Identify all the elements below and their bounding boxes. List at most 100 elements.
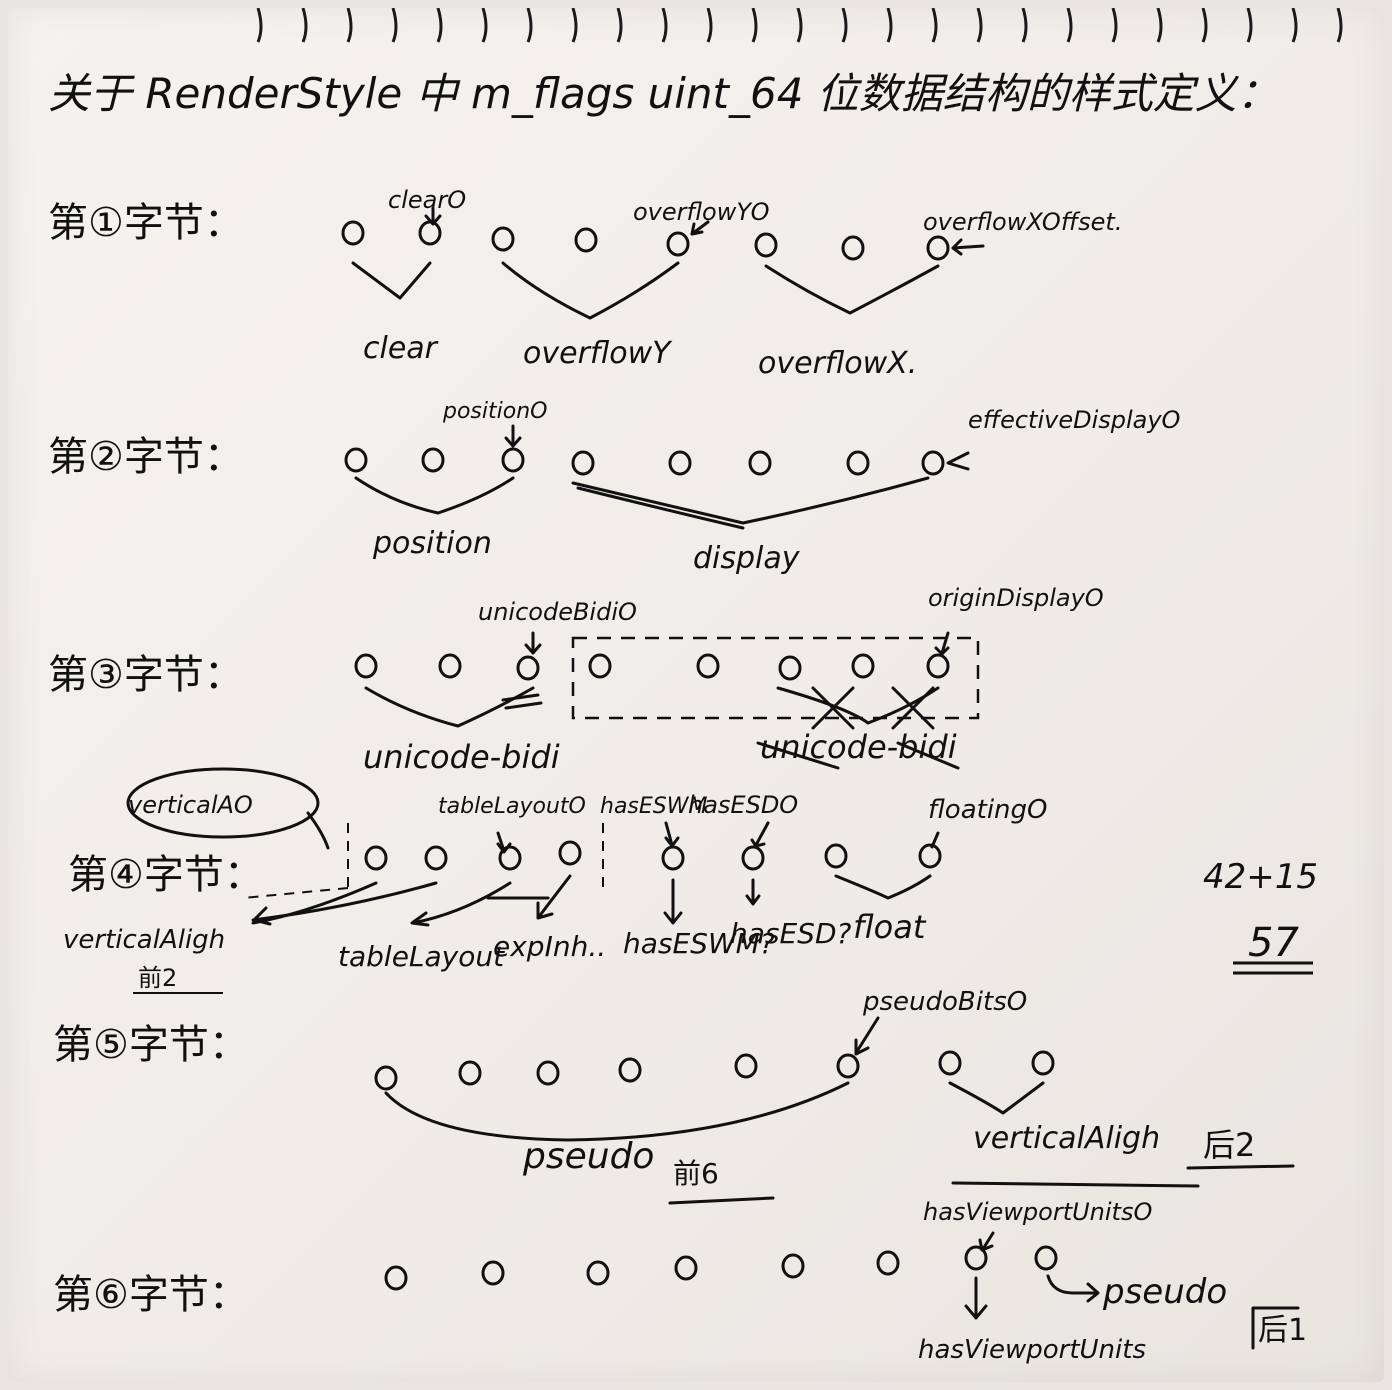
annotation-clear0: clearO xyxy=(388,186,466,214)
bit-circle xyxy=(586,1260,610,1286)
group-label-verticalaligh-2: verticalAligh xyxy=(973,1121,1160,1156)
byte-label-5: 第⑤字节： xyxy=(53,1022,249,1068)
bit-circle xyxy=(748,450,772,476)
bit-circle xyxy=(481,1260,505,1286)
byte-label-3: 第③字节： xyxy=(48,652,244,698)
bit-circle xyxy=(926,653,950,679)
connectors-row-6 xyxy=(964,1231,1300,1350)
bit-circle xyxy=(841,235,865,261)
byte-row-3: 第③字节： unicodeBidiO originDisplayO unicod… xyxy=(48,584,1104,776)
group-label-position: position xyxy=(372,526,492,561)
bit-circle xyxy=(668,450,692,476)
bit-circle xyxy=(574,227,598,253)
group-label-front6: 前6 xyxy=(673,1157,719,1190)
bit-circles-row-6 xyxy=(384,1245,1058,1291)
strike-marks xyxy=(756,741,960,770)
bit-circle xyxy=(364,845,388,871)
byte-row-6: 第⑥字节： hasViewportUnitsO hasViewportUnits… xyxy=(53,1198,1307,1365)
group-label-back2: 后2 xyxy=(1203,1126,1255,1164)
byte-label-1: 第①字节： xyxy=(48,200,244,246)
bit-circle xyxy=(661,845,685,871)
bit-circle xyxy=(374,1065,398,1091)
bit-circle xyxy=(926,235,950,261)
bit-circle xyxy=(836,1053,860,1079)
group-label-back1: 后1 xyxy=(1258,1313,1307,1348)
group-label-unicode-bidi-struck: unicode-bidi xyxy=(760,728,957,766)
bit-circles-row-3 xyxy=(354,653,950,681)
byte-row-5: 第⑤字节： pseudoBitsO pseudo 前6 verticalAlig… xyxy=(53,987,1295,1205)
byte-label-4: 第④字节： xyxy=(68,852,264,898)
bit-circle xyxy=(674,1255,698,1281)
bit-circle xyxy=(734,1053,758,1079)
bit-circle xyxy=(536,1060,560,1086)
byte-row-1: 第①字节： clearO overflowYO overflowXOffset.… xyxy=(48,186,1122,381)
bit-circle xyxy=(846,450,870,476)
bit-circle xyxy=(418,220,442,246)
connectors-row-3 xyxy=(364,631,950,730)
page-title: 关于 RenderStyle 中 m_flags uint_64 位数据结构的样… xyxy=(48,69,1279,118)
connectors-row-2 xyxy=(354,424,970,530)
bit-circle xyxy=(571,450,595,476)
bit-circle xyxy=(421,447,445,473)
bit-circle xyxy=(588,653,612,679)
bit-circle xyxy=(1034,1245,1058,1271)
bit-circle xyxy=(341,220,365,246)
bit-circle xyxy=(491,226,515,252)
group-label-overflowy: overflowY xyxy=(523,336,673,371)
annotation-hasesw: hasESWM xyxy=(600,794,708,819)
bit-circle xyxy=(344,447,368,473)
group-label-float: float xyxy=(853,908,927,946)
byte-label-6: 第⑥字节： xyxy=(53,1272,249,1318)
bit-circle xyxy=(458,1060,482,1086)
annotation-floating0: floatingO xyxy=(928,795,1048,825)
group-label-pseudo-2: pseudo xyxy=(1102,1272,1227,1312)
bit-circle xyxy=(424,845,448,871)
connectors-row-5 xyxy=(384,1016,1295,1205)
notebook-page: 关于 RenderStyle 中 m_flags uint_64 位数据结构的样… xyxy=(8,8,1384,1382)
side-calculation: 42+15 57 xyxy=(1203,857,1318,975)
bit-circle xyxy=(851,653,875,679)
annotation-pseudobits0: pseudoBitsO xyxy=(862,987,1027,1017)
annotation-overflowx-offset: overflowXOffset. xyxy=(923,208,1122,236)
bit-circle xyxy=(921,450,945,476)
math-result: 57 xyxy=(1248,920,1299,966)
annotation-hasviewportunits0: hasViewportUnitsO xyxy=(923,1198,1152,1226)
bit-circle xyxy=(501,447,525,473)
annotation-unicode-bidi0: unicodeBidiO xyxy=(478,598,637,626)
bit-circle xyxy=(666,231,690,257)
group-label-clear: clear xyxy=(363,331,439,366)
bit-circle xyxy=(781,1253,805,1279)
diagram-canvas: 关于 RenderStyle 中 m_flags uint_64 位数据结构的样… xyxy=(48,8,1343,1365)
group-label-haseswm: hasESWM? xyxy=(623,927,775,960)
bit-circle xyxy=(964,1245,988,1271)
group-label-hasesd: hasESD? xyxy=(730,917,852,950)
byte-row-4: 第④字节： verticalAO tableLayoutO hasESWM ha… xyxy=(63,767,1048,994)
group-label-display: display xyxy=(693,541,801,576)
bit-circle xyxy=(558,840,582,866)
bit-circle xyxy=(696,653,720,679)
bit-circle xyxy=(741,845,765,871)
group-label-tablelayout: tableLayout xyxy=(338,940,505,973)
bit-circles-row-4 xyxy=(364,840,942,871)
annotation-tablelayout0: tableLayoutO xyxy=(438,794,586,819)
bit-circle xyxy=(1031,1050,1055,1076)
dashed-box-row-4 xyxy=(242,823,604,899)
annotation-overflowy0: overflowYO xyxy=(633,198,769,226)
dashed-box-row-3 xyxy=(571,636,980,720)
group-label-unicode-bidi: unicode-bidi xyxy=(363,738,560,776)
bit-circle xyxy=(938,1050,962,1076)
group-label-overflowx: overflowX. xyxy=(758,346,917,381)
group-label-verticalaligh: verticalAligh xyxy=(63,925,225,955)
bit-circle xyxy=(876,1250,900,1276)
bit-circle xyxy=(516,655,540,681)
bit-circle xyxy=(778,655,802,681)
annotation-effective-display0: effectiveDisplayO xyxy=(968,406,1180,434)
bit-circle xyxy=(438,653,462,679)
bit-circle xyxy=(754,232,778,258)
connectors-row-1 xyxy=(351,206,985,320)
annotation-hasesd0: hasESDO xyxy=(688,791,798,819)
group-label-hasviewportunits: hasViewportUnits xyxy=(918,1335,1146,1365)
bit-circles-row-1 xyxy=(341,220,950,261)
annotation-verticala0: verticalAO xyxy=(128,791,253,819)
bit-circles-row-2 xyxy=(344,447,945,476)
